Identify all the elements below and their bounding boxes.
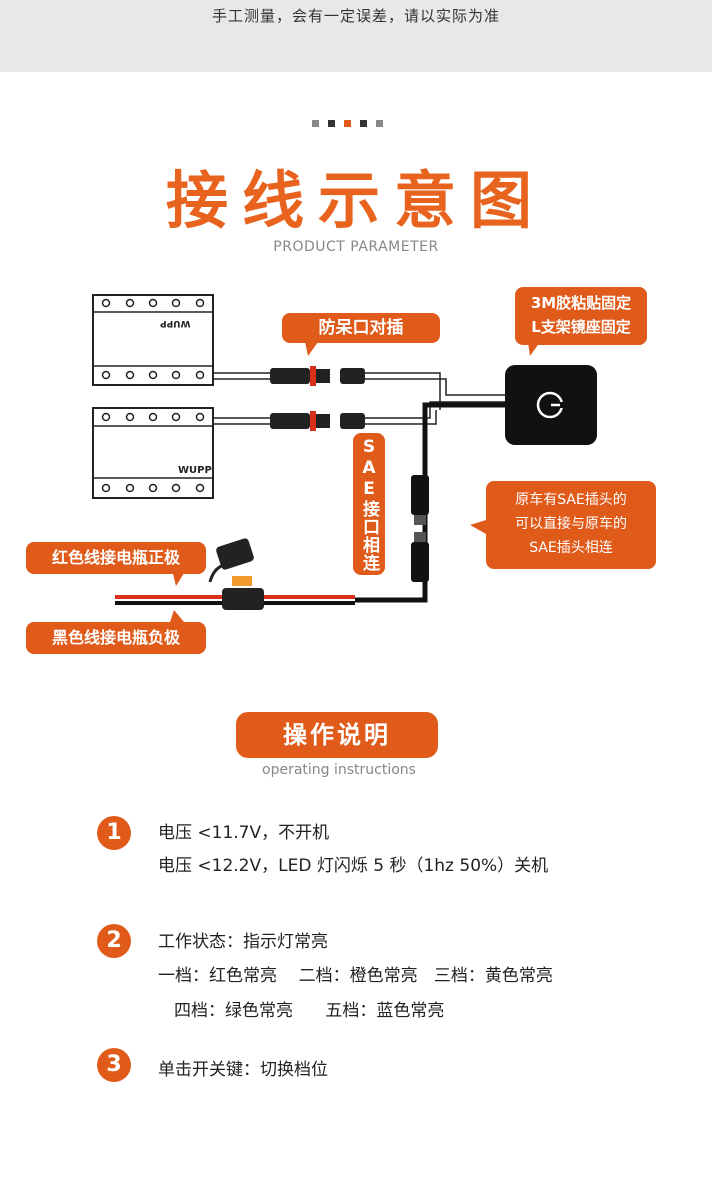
callout-sae-note-line2: 可以直接与原车的 — [515, 516, 627, 532]
page-title: 接线示意图 — [165, 164, 546, 237]
callout-sae-note: 原车有SAE插头的 可以直接与原车的 SAE插头相连 — [486, 481, 656, 569]
section-title: 操作说明 — [236, 712, 438, 758]
step-2-line-3: 四档：绿色常亮 五档：蓝色常亮 — [174, 1001, 445, 1021]
callout-red-wire: 红色线接电瓶正极 — [26, 542, 206, 574]
callout-sae-note-line3: SAE插头相连 — [529, 540, 613, 556]
callout-mount-line1: 3M胶粘贴固定 — [530, 294, 632, 312]
measurement-note: 手工测量，会有一定误差，请以实际为准 — [211, 7, 500, 25]
callout-black-wire: 黑色线接电瓶负极 — [26, 622, 206, 654]
step-2-number: 2 — [97, 924, 131, 958]
step-1-line-1: 电压 <11.7V，不开机 — [158, 823, 330, 843]
step-2-line-1: 工作状态：指示灯常亮 — [158, 932, 328, 952]
wiring-diagram — [92, 294, 597, 622]
light-module-bottom — [92, 407, 214, 499]
fuse-holder — [208, 538, 264, 610]
dot — [328, 120, 335, 127]
connector-pair-bottom — [270, 411, 365, 431]
connector-pair-top — [270, 366, 365, 386]
step-1-line-2: 电压 <12.2V，LED 灯闪烁 5 秒（1hz 50%）关机 — [158, 856, 549, 876]
callout-mount: 3M胶粘贴固定 L支架镜座固定 — [515, 287, 647, 345]
dot — [360, 120, 367, 127]
callout-sae-note-line1: 原车有SAE插头的 — [515, 492, 627, 508]
power-switch — [505, 365, 597, 445]
section-subtitle: operating instructions — [262, 762, 416, 778]
top-banner: 手工测量，会有一定误差，请以实际为准 — [0, 0, 712, 72]
callout-sae-vertical: SAE接口相连 — [353, 433, 385, 575]
callout-connector: 防呆口对插 — [282, 313, 440, 343]
dot — [312, 120, 319, 127]
step-1-number: 1 — [97, 816, 131, 850]
dot — [344, 120, 351, 127]
light-module-top — [92, 294, 214, 386]
decorative-dots — [312, 120, 392, 128]
brand-logo-bottom: WUPP — [178, 465, 212, 476]
step-3-number: 3 — [97, 1048, 131, 1082]
step-2-line-2: 一档：红色常亮 二档：橙色常亮 三档：黄色常亮 — [158, 966, 553, 986]
step-3-line-1: 单击开关键：切换档位 — [158, 1060, 328, 1080]
dot — [376, 120, 383, 127]
brand-logo-top: WUPP — [160, 318, 191, 328]
callout-mount-line2: L支架镜座固定 — [531, 318, 631, 336]
page-subtitle: PRODUCT PARAMETER — [273, 239, 439, 255]
